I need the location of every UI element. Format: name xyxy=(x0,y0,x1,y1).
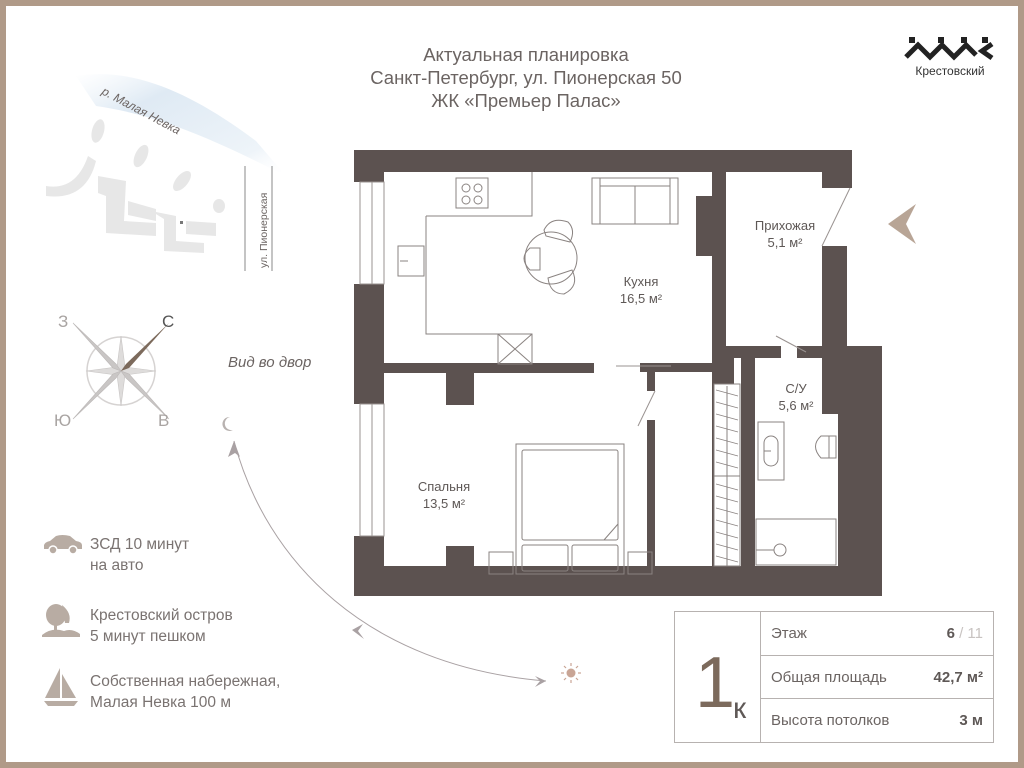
sun-icon xyxy=(561,663,581,683)
park-tree-icon xyxy=(42,604,80,637)
street-lines xyxy=(244,166,273,271)
moon-icon xyxy=(222,416,233,431)
info-divider xyxy=(760,612,761,742)
info-value: 6 / 11 xyxy=(947,625,983,642)
room-name: Кухня xyxy=(623,274,659,289)
title-line-2: Санкт-Петербург, ул. Пионерская 50 xyxy=(370,67,682,88)
amenity-line1: ЗСД 10 минут xyxy=(90,536,190,553)
amenity-island: Крестовский остров 5 минут пешком xyxy=(90,605,233,647)
floor-plan xyxy=(354,150,882,596)
rooms-suffix: к xyxy=(733,692,747,725)
page-title: Актуальная планировка Санкт-Петербург, у… xyxy=(306,43,746,112)
room-area: 16,5 м² xyxy=(619,291,663,306)
info-value: 3 м xyxy=(959,711,983,729)
sun-path-arc xyxy=(228,440,547,687)
info-row-ceiling: Высота потолков 3 м xyxy=(761,698,993,741)
krestovsky-logo-icon xyxy=(904,37,994,61)
info-value: 42,7 м² xyxy=(933,668,983,686)
view-label: Вид во двор xyxy=(228,354,312,371)
room-name: Спальня xyxy=(417,479,471,494)
info-label: Общая площадь xyxy=(771,668,887,686)
amenity-line2: 5 минут пешком xyxy=(90,628,206,645)
amenity-embankment: Собственная набережная, Малая Невка 100 … xyxy=(90,671,280,713)
title-line-3: ЖК «Премьер Палас» xyxy=(431,90,621,111)
room-hallway: Прихожая 5,1 м² xyxy=(740,217,830,251)
entrance-arrow-icon xyxy=(888,204,916,244)
amenity-line2: на авто xyxy=(90,557,144,574)
apartment-info-box: 1 к Этаж 6 / 11 Общая площадь 42,7 м² Вы… xyxy=(674,611,994,743)
info-label: Высота потолков xyxy=(771,711,890,729)
amenity-highway: ЗСД 10 минут на авто xyxy=(90,534,189,576)
amenity-line2: Малая Невка 100 м xyxy=(90,694,231,711)
room-area: 13,5 м² xyxy=(422,496,466,511)
info-row-floor: Этаж 6 / 11 xyxy=(761,612,993,655)
compass-north: С xyxy=(162,312,175,331)
room-name: С/У xyxy=(785,381,807,396)
compass-south: Ю xyxy=(54,411,72,430)
compass-rose-icon xyxy=(72,322,170,420)
rooms-count: 1 xyxy=(695,643,736,723)
title-line-1: Актуальная планировка xyxy=(423,44,629,65)
room-area: 5,6 м² xyxy=(778,398,814,413)
floor-value: 6 xyxy=(946,625,955,642)
sailboat-icon xyxy=(44,668,78,706)
car-icon xyxy=(44,535,82,555)
floor-plan-sheet: Актуальная планировка Санкт-Петербург, у… xyxy=(6,6,1018,762)
street-label: ул. Пионерская xyxy=(258,192,270,268)
room-name: Прихожая xyxy=(754,218,816,233)
room-kitchen: Кухня 16,5 м² xyxy=(596,273,686,307)
amenity-line1: Крестовский остров xyxy=(90,607,233,624)
info-label: Этаж xyxy=(771,625,807,642)
floor-total: / 11 xyxy=(954,625,983,642)
neighbourhood-buildings xyxy=(46,119,225,253)
compass-east: В xyxy=(158,411,170,430)
room-bedroom: Спальня 13,5 м² xyxy=(404,478,484,512)
info-row-area: Общая площадь 42,7 м² xyxy=(761,655,993,698)
room-bathroom: С/У 5,6 м² xyxy=(766,380,826,414)
logo-text: Крестовский xyxy=(915,64,985,78)
room-area: 5,1 м² xyxy=(767,235,803,250)
compass-west: З xyxy=(58,312,69,331)
river-band xyxy=(76,74,286,176)
amenity-line1: Собственная набережная, xyxy=(90,673,281,690)
